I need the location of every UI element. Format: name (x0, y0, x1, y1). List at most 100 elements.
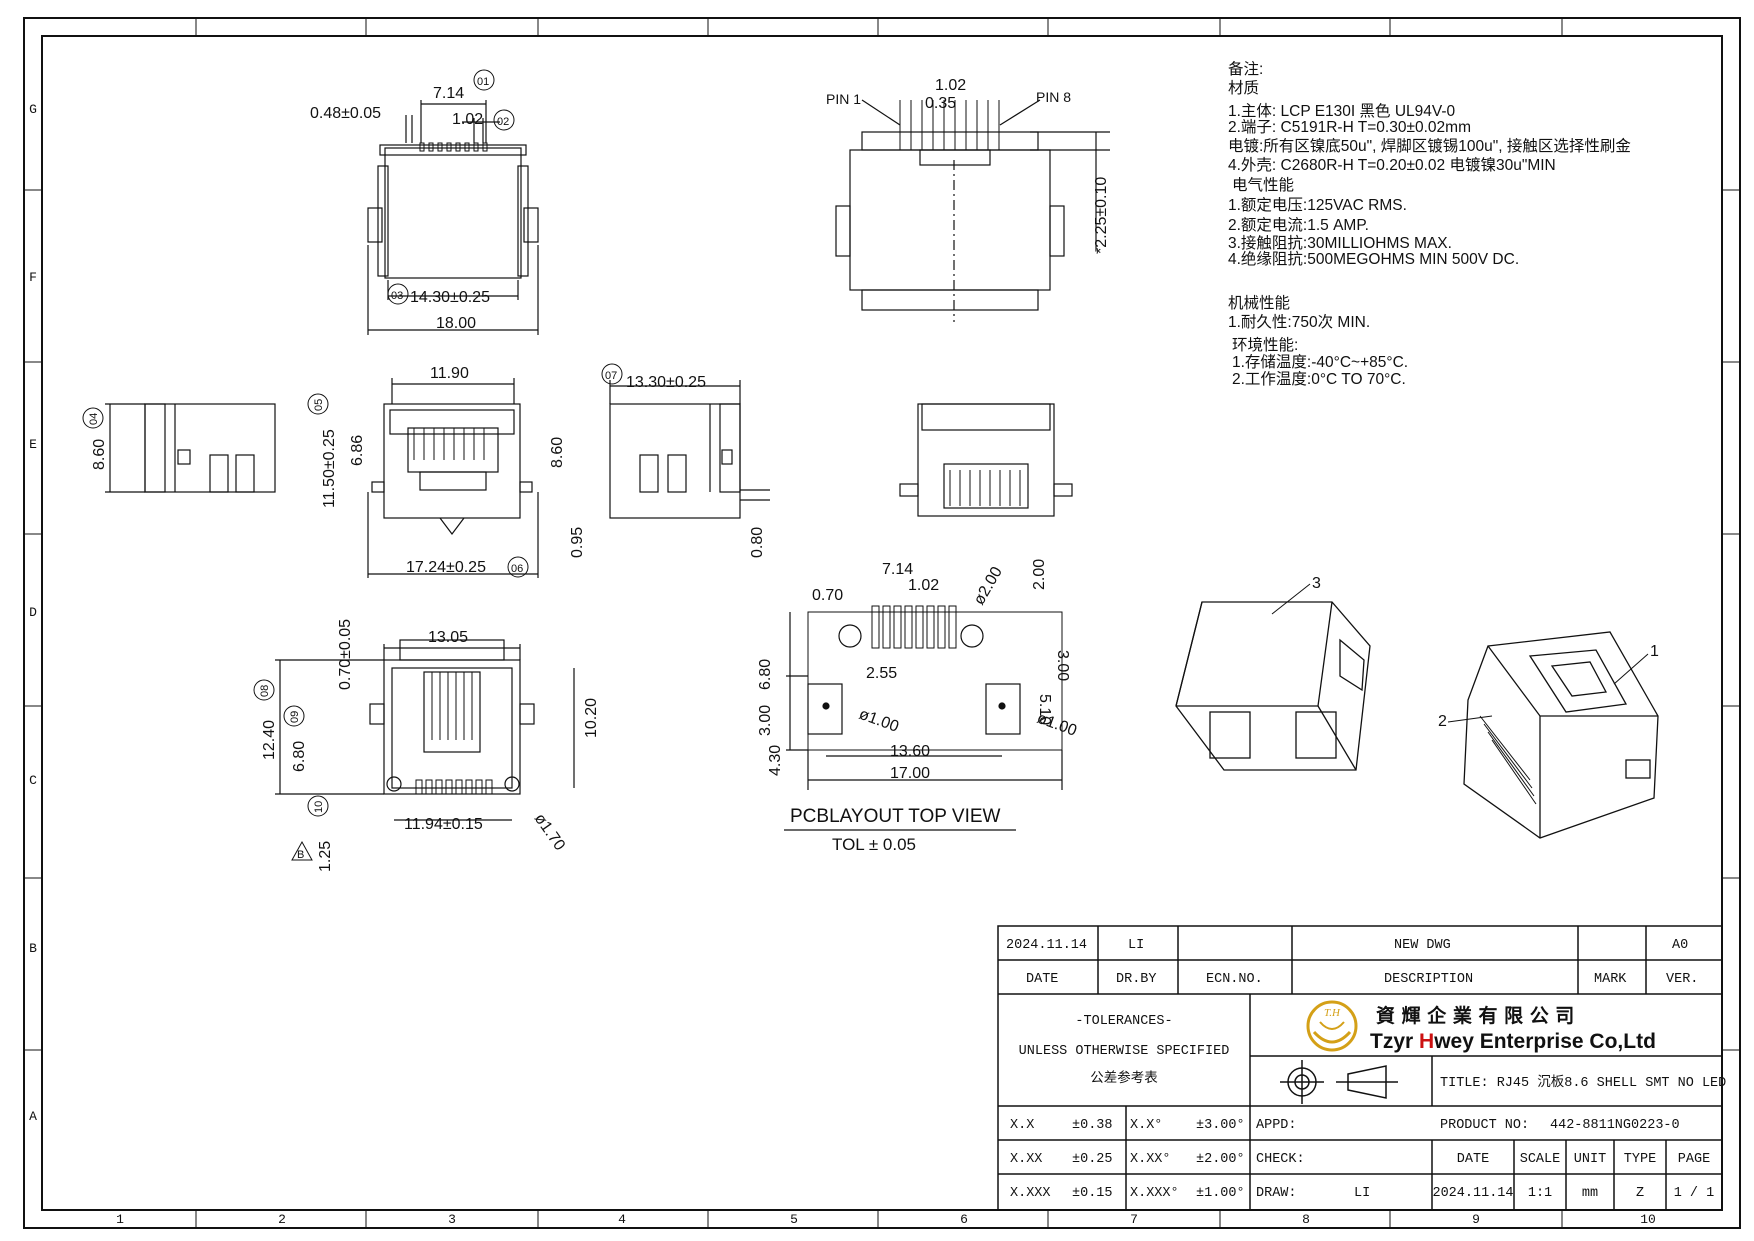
balloon (82, 407, 104, 429)
callout: 2 (1438, 713, 1447, 730)
balloon (601, 363, 623, 385)
balloon-label: 07 (605, 370, 617, 382)
row-label: B (29, 941, 37, 956)
dim-label: ø1.70 (531, 811, 568, 854)
dim-label: 1.02 (452, 111, 483, 128)
dim-label: 13.30±0.25 (626, 374, 706, 391)
company-name-cn: 資 輝 企 業 有 限 公 司 (1376, 1004, 1574, 1027)
dim-label: 0.70±0.05 (337, 619, 354, 690)
col-label: 1 (116, 1212, 124, 1227)
electrical-title: 电气性能 (1232, 176, 1294, 194)
row-label: G (29, 102, 37, 117)
row-label: D (29, 605, 37, 620)
company-name-en: Tzyr Hwey Enterprise Co,Ltd (1370, 1030, 1656, 1053)
projection-symbol-icon (1280, 1060, 1398, 1104)
col-label: 4 (618, 1212, 626, 1227)
note-line: 4.绝缘阻抗:500MEGOHMS MIN 500V DC. (1228, 250, 1519, 268)
rev-header: DATE (1026, 972, 1058, 987)
dim-label: 14.30±0.25 (410, 289, 490, 306)
dim-label: 1.02 (935, 77, 966, 94)
row-label: E (29, 437, 37, 452)
info-value: Z (1636, 1186, 1644, 1201)
dim-label: ø2.00 (971, 564, 1006, 608)
top-view-labels: 7.14 01 0.48±0.05 1.02 02 03 14.30±0.25 … (310, 69, 515, 332)
logo-ring (1306, 1000, 1358, 1052)
title-block (997, 925, 1723, 1211)
note-line: 1.额定电压:125VAC RMS. (1228, 196, 1407, 214)
dim-label: 17.24±0.25 (406, 559, 486, 576)
note-line: 1.耐久性:750次 MIN. (1228, 313, 1370, 331)
dim-label: 12.40 (261, 720, 278, 760)
dim-label: 0.35 (925, 95, 956, 112)
col-label: 9 (1472, 1212, 1480, 1227)
balloon (387, 283, 409, 305)
isometric-view-1 (1175, 601, 1371, 771)
dim-label: 5.10 (1036, 694, 1053, 725)
tol-cell: ±3.00° (1196, 1118, 1245, 1133)
dim-label: 6.86 (349, 435, 366, 466)
tol-cell: X.X° (1130, 1118, 1162, 1133)
info-header: UNIT (1574, 1152, 1606, 1167)
rev-header: DESCRIPTION (1384, 972, 1473, 987)
balloon-label: 08 (259, 685, 271, 697)
info-value: 2024.11.14 (1432, 1186, 1513, 1201)
dim-label: 8.60 (91, 439, 108, 470)
dim-label: 6.80 (757, 659, 774, 690)
right-side-view (609, 380, 770, 519)
note-line: 2.工作温度:0°C TO 70°C. (1232, 370, 1406, 388)
note-line: 3.接触阻抗:30MILLIOHMS MAX. (1228, 234, 1452, 252)
col-label: 5 (790, 1212, 798, 1227)
tol-cell: ±0.25 (1072, 1152, 1113, 1167)
col-label: 8 (1302, 1212, 1310, 1227)
sheet-frame (23, 17, 1741, 1229)
dim-label: 0.95 (569, 527, 586, 558)
pcb-tolerance: TOL ± 0.05 (832, 835, 916, 854)
dim-label: 4.30 (767, 745, 784, 776)
tolerances-title: -TOLERANCES- (1075, 1014, 1172, 1029)
mechanical-title: 机械性能 (1228, 294, 1290, 312)
product-label: PRODUCT NO: (1440, 1118, 1529, 1133)
dim-label: 2.55 (866, 665, 897, 682)
bottom-view-labels: 13.05 0.70±0.05 12.40 08 6.80 09 10.20 1… (253, 619, 600, 872)
dim-label: 10.20 (583, 698, 600, 738)
left-side-view (105, 403, 276, 493)
rev-header: VER. (1666, 972, 1698, 987)
info-value: 1 / 1 (1674, 1186, 1715, 1201)
dim-label: 6.80 (291, 741, 308, 772)
dim-label: 11.50±0.25 (321, 429, 338, 508)
drawing-title: TITLE: RJ45 沉板8.6 SHELL SMT NO LED (1440, 1074, 1726, 1091)
dim-label: 0.48±0.05 (310, 105, 381, 122)
tol-cell: ±2.00° (1196, 1152, 1245, 1167)
note-line: 1.主体: LCP E130I 黑色 UL94V-0 (1228, 102, 1456, 120)
dim-label: 2.00 (1031, 559, 1048, 590)
dim-label: 7.14 (433, 85, 464, 102)
dim-label: 8.60 (549, 437, 566, 468)
front-view (367, 378, 539, 578)
balloon-label: 05 (313, 399, 325, 411)
balloon-label: 02 (497, 116, 509, 128)
title-block-text: 2024.11.14 LI NEW DWG A0 DATE DR.BY ECN.… (1006, 938, 1726, 1201)
material-title: 材质 (1228, 79, 1259, 97)
callout: 1 (1650, 643, 1659, 660)
logo-text: T.H (1324, 1007, 1341, 1019)
rev-header: ECN.NO. (1206, 972, 1263, 987)
appd-label: APPD: (1256, 1118, 1297, 1133)
pin-label: PIN 8 (1036, 89, 1071, 105)
tol-cell: X.XXX (1010, 1186, 1051, 1201)
company-logo: T.H (1306, 1000, 1358, 1052)
pin-label: PIN 1 (826, 91, 861, 107)
draw-value: LI (1354, 1186, 1370, 1201)
back-view (835, 99, 1110, 322)
dim-label: 11.94±0.15 (404, 816, 483, 833)
balloon (253, 679, 275, 701)
col-label: 10 (1640, 1212, 1656, 1227)
callout: 3 (1312, 575, 1321, 592)
row-label: F (29, 270, 37, 285)
balloon-label: 06 (511, 563, 523, 575)
row-label: A (29, 1109, 37, 1124)
balloon (307, 795, 329, 817)
balloon (473, 69, 495, 91)
rear-view (899, 403, 1073, 517)
bottom-view (275, 639, 575, 821)
